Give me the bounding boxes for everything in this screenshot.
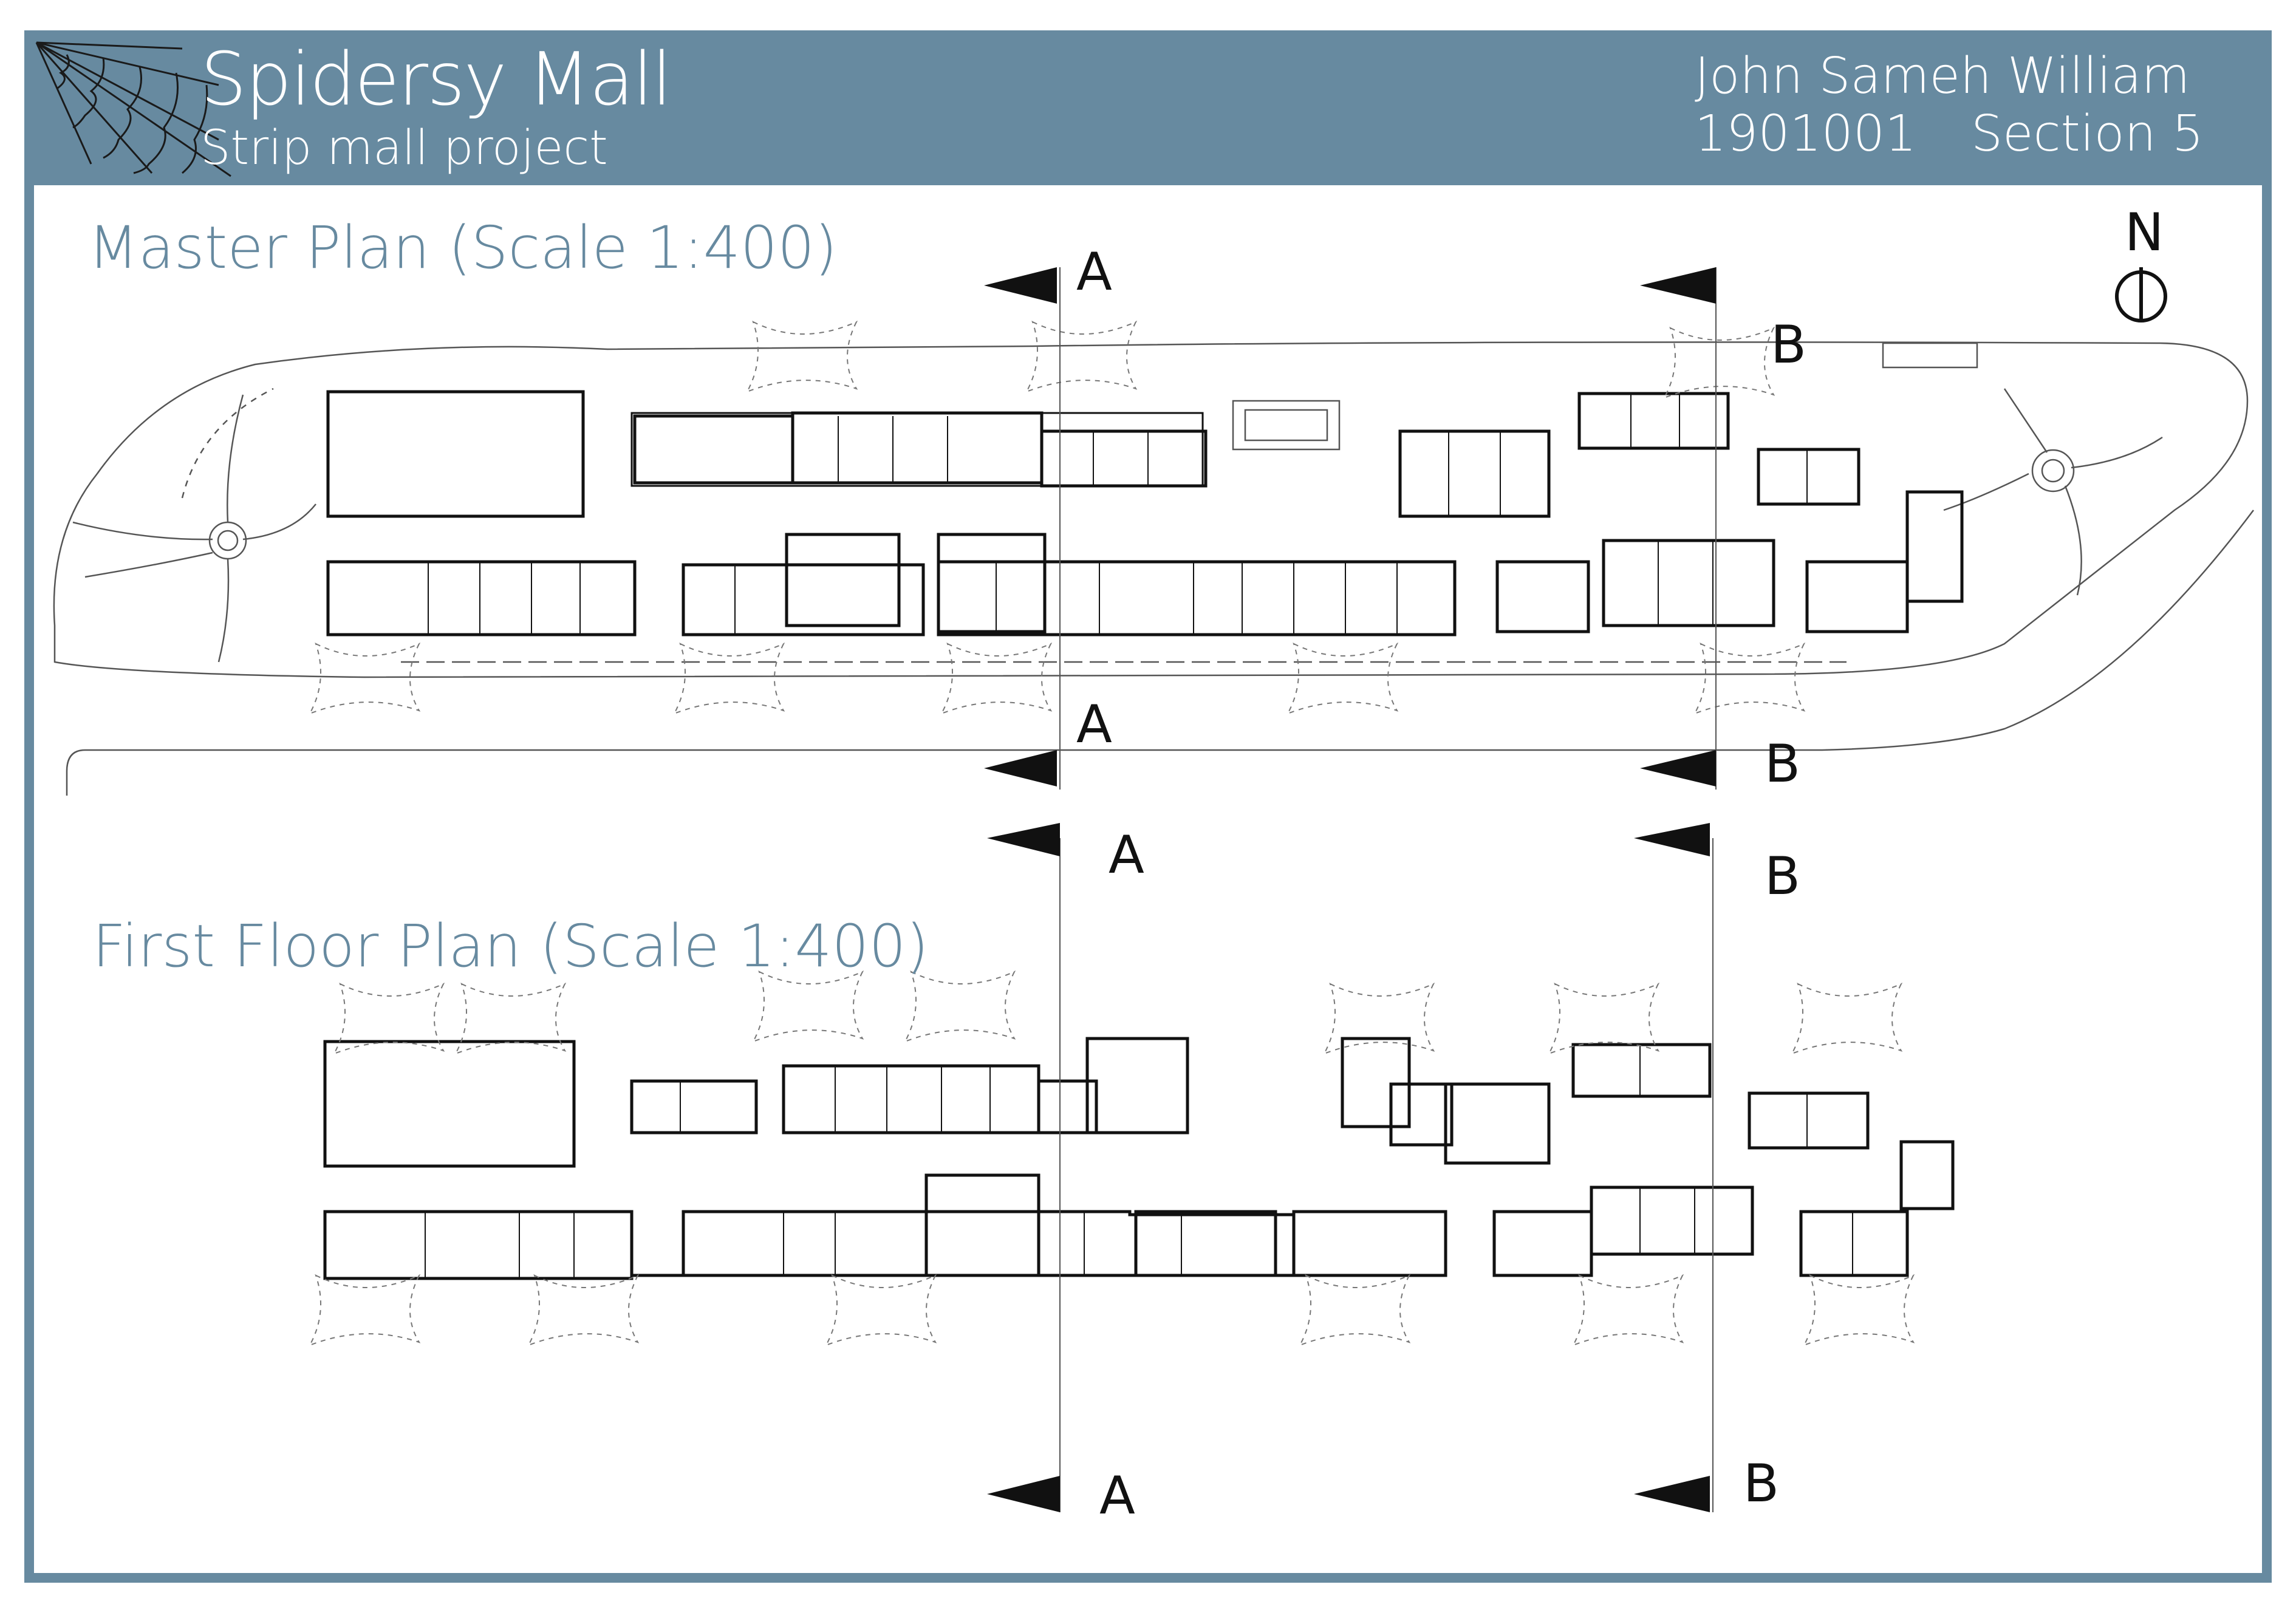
master-plan-canopies (308, 320, 1806, 715)
section-a-label: A (1076, 242, 1112, 302)
project-subtitle: Strip mall project (200, 121, 608, 176)
first-floor-canopies (308, 970, 1915, 1346)
section-flags (984, 267, 1716, 1512)
author-name: John Sameh William (1695, 47, 2190, 105)
master-plan-drawing (53, 341, 2254, 796)
frame-bottom-border (24, 1573, 2272, 1583)
frame-right-border (2262, 30, 2272, 1583)
frame-left-border (24, 30, 34, 1583)
section-a-label: A (1099, 1465, 1135, 1526)
section-b-label: B (1771, 315, 1806, 375)
first-floor-plan-heading: First Floor Plan (Scale 1:400) (92, 912, 929, 980)
north-label: N (2125, 202, 2164, 263)
section-label: Section 5 (1971, 105, 2204, 163)
spider-web-logo-icon (35, 41, 231, 177)
section-b-label: B (1765, 734, 1800, 794)
title-band (24, 30, 2272, 185)
section-cut-lines (1059, 267, 1717, 1512)
section-a-label: A (1076, 694, 1112, 755)
section-b-label: B (1765, 846, 1800, 907)
master-plan-buildings (326, 390, 1964, 636)
section-a-label: A (1109, 825, 1144, 885)
master-plan-room-partitions (428, 394, 1808, 635)
section-b-label: B (1743, 1453, 1779, 1514)
project-title: Spidersy Mall (200, 38, 672, 122)
master-plan-heading: Master Plan (Scale 1:400) (88, 214, 838, 282)
north-arrow-icon (2115, 267, 2167, 322)
first-floor-plan-drawing (323, 1037, 1955, 1280)
student-id: 1901001 (1695, 105, 1917, 163)
first-floor-room-partitions (425, 1045, 1853, 1278)
